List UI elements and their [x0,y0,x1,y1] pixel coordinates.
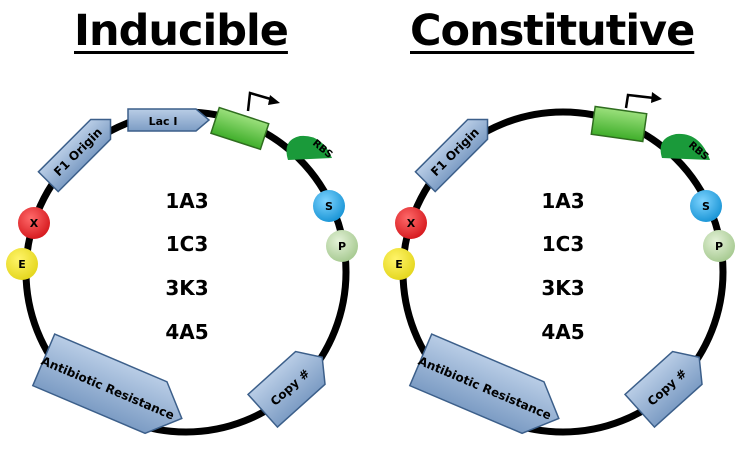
lac-i-label: Lac I [149,115,178,128]
e-label: E [395,258,403,271]
code-2: 1C3 [166,232,209,256]
code-3: 3K3 [541,276,584,300]
e-label: E [18,258,26,271]
promoter-arrow-icon [624,93,655,109]
code-1: 1A3 [541,189,584,213]
inducible-title: Inducible [74,6,289,56]
code-1: 1A3 [165,189,208,213]
p-site: P [703,230,735,262]
rbs-site: RBS [660,133,710,163]
code-4: 4A5 [541,320,584,344]
code-4: 4A5 [165,320,208,344]
code-2: 1C3 [542,232,585,256]
lac-i-box: Lac I [127,108,211,132]
promoter-arrow-icon [246,91,275,112]
s-label: S [325,200,333,213]
copy-number-box: Copy # [623,350,703,429]
f1-origin-box: F1 Origin [414,118,489,193]
copy-number-box: Copy # [246,350,326,429]
s-site: S [313,190,345,222]
x-site: X [18,207,50,239]
promoter [210,106,270,151]
constitutive-plasmid: RBS F1 Origin X E S P Antibio [383,92,735,436]
f1-origin-box: F1 Origin [37,118,112,193]
e-site: E [383,248,415,280]
e-site: E [6,248,38,280]
x-label: X [30,217,39,230]
p-label: P [338,240,346,253]
inducible-plasmid: Lac I RBS F1 Origin X E [6,91,358,436]
p-label: P [715,240,723,253]
s-label: S [702,200,710,213]
s-site: S [690,190,722,222]
rbs-site: RBS [286,135,334,161]
x-label: X [407,217,416,230]
antibiotic-resistance-box: Antibiotic Resistance [31,333,183,435]
code-3: 3K3 [165,276,208,300]
promoter [590,105,648,143]
constitutive-title: Constitutive [410,6,695,56]
x-site: X [395,207,427,239]
p-site: P [326,230,358,262]
